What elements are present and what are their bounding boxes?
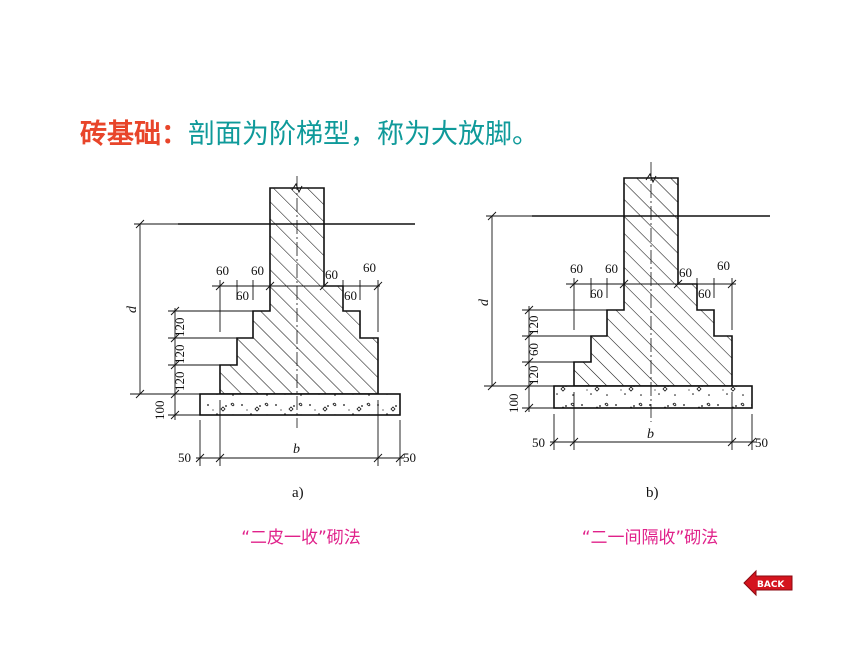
figure-b-caption: “二一间隔收”砌法 <box>581 528 719 548</box>
figure-a-dim-pad: 100 <box>152 401 167 421</box>
figure-a-dim-inner-left: 60 <box>236 288 249 303</box>
figure-b-dim-overhang-left: 50 <box>532 435 545 450</box>
figure-a-dim-top-left-2: 60 <box>251 263 264 278</box>
figure-b-label: b) <box>646 485 659 501</box>
figure-b-footing-body <box>573 177 733 387</box>
figure-a: 60 60 60 60 60 60 d 120 120 120 100 <box>125 176 416 501</box>
figure-b-dim-overhang-right: 50 <box>755 435 768 450</box>
figure-b-dim-top-right-2: 60 <box>717 258 730 273</box>
figure-b-dim-vertical-2: 60 <box>526 343 541 356</box>
figure-b-dim-vertical-1: 120 <box>526 316 541 336</box>
figure-b-dim-inner-right: 60 <box>698 286 711 301</box>
figure-b-dim-depth: d <box>477 298 492 306</box>
figure-a-dim-vertical-2: 120 <box>172 345 187 365</box>
figure-a-label: a) <box>292 485 304 501</box>
title-lead: 砖基础： <box>80 119 188 150</box>
back-button-label: BACK <box>757 580 785 590</box>
page-title: 砖基础：剖面为阶梯型，称为大放脚。 <box>80 112 539 151</box>
figure-a-dim-top-left-1: 60 <box>216 263 229 278</box>
back-arrow-icon: BACK <box>743 569 793 597</box>
figure-a-dim-overhang-left: 50 <box>178 450 191 465</box>
figure-b-dim-top-right-1: 60 <box>679 265 692 280</box>
back-button[interactable]: BACK <box>742 568 794 598</box>
figure-a-dim-vertical-1: 120 <box>172 318 187 338</box>
figure-b-dim-inner-left: 60 <box>590 286 603 301</box>
figure-a-caption: “二皮一收”砌法 <box>241 528 361 548</box>
figure-b-dim-pad: 100 <box>506 394 521 414</box>
figure-a-dim-vertical-3: 120 <box>172 372 187 392</box>
figure-b-dim-vertical-3: 120 <box>526 366 541 386</box>
figure-b: 60 60 60 60 60 60 d 120 60 120 100 <box>477 162 770 501</box>
figure-a-dim-top-right-2: 60 <box>363 260 376 275</box>
figure-b-concrete-pad <box>553 385 753 409</box>
figure-a-dim-top-right-1: 60 <box>325 267 338 282</box>
figure-a-dim-width: b <box>293 442 300 457</box>
figure-a-dim-inner-right: 60 <box>344 288 357 303</box>
figure-a-dim-depth: d <box>125 305 140 313</box>
figure-a-dim-overhang-right: 50 <box>403 450 416 465</box>
title-rest: 剖面为阶梯型，称为大放脚。 <box>188 119 539 150</box>
figure-b-dim-top-left-1: 60 <box>570 261 583 276</box>
figure-b-dim-width: b <box>647 427 654 442</box>
figure-b-dim-top-left-2: 60 <box>605 261 618 276</box>
figure-a-concrete-pad <box>199 393 401 416</box>
